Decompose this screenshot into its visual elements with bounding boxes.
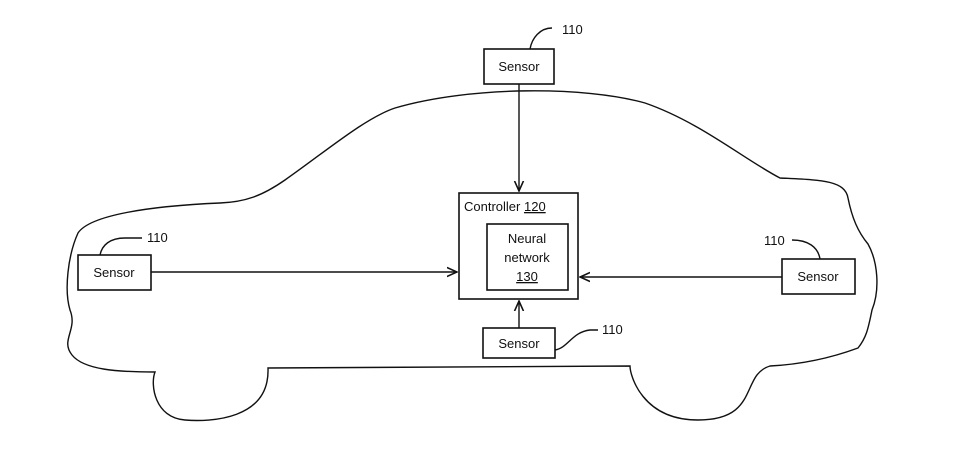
neural-network-box: Neural network 130 [487,224,568,290]
sensor-left-label: Sensor [93,265,135,280]
ref-110-left: 110 [147,230,168,245]
sensor-bottom-label: Sensor [498,336,540,351]
ref-leader-right [792,240,820,259]
sensor-top-label: Sensor [498,59,540,74]
sensor-bottom: Sensor [483,328,555,358]
neural-network-line2: network [504,250,550,265]
sensor-right-label: Sensor [797,269,839,284]
ref-leader-left [100,238,142,255]
ref-leader-top [530,28,552,49]
neural-network-line1: Neural [508,231,546,246]
sensor-left: Sensor [78,255,151,290]
sensor-right: Sensor [782,259,855,294]
ref-110-bottom: 110 [602,322,623,337]
ref-110-top: 110 [562,22,583,37]
neural-network-ref: 130 [516,269,538,284]
ref-leader-bottom [555,330,598,350]
controller-label: Controller 120 [464,199,546,214]
controller-ref: 120 [524,199,546,214]
sensor-top: Sensor [484,49,554,84]
ref-110-right: 110 [764,233,785,248]
